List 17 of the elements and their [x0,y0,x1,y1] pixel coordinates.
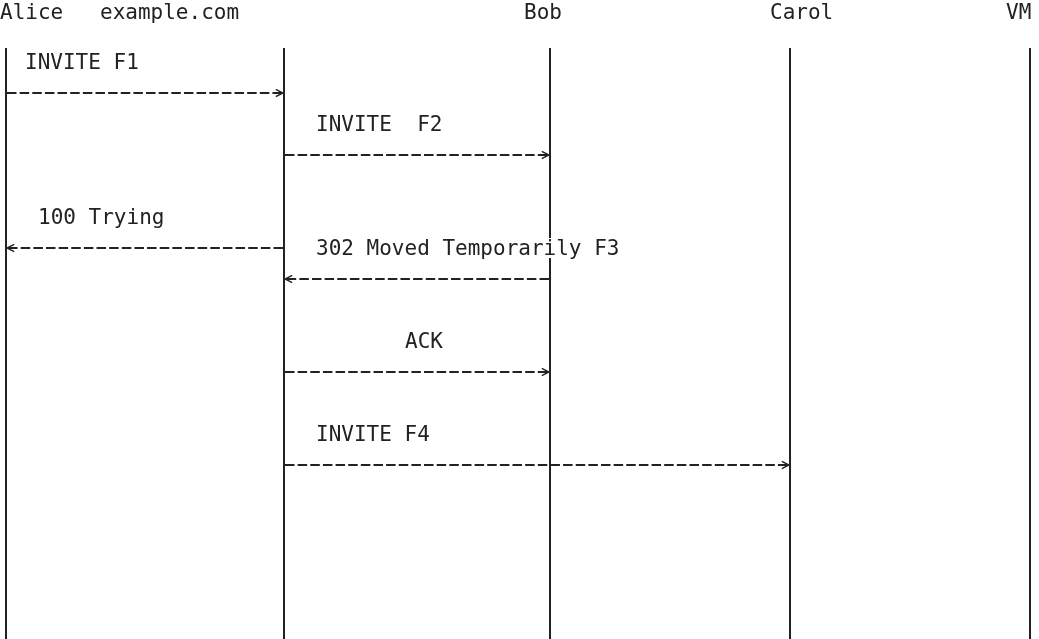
message-label: 302 Moved Temporarily F3 [316,236,620,260]
participant-label: Carol [770,0,834,24]
participant-label: Alice [0,0,64,24]
message-label: INVITE F2 [316,112,443,136]
message-arrow [284,274,550,284]
participant-label: Bob [524,0,562,24]
message-arrow [284,150,550,160]
message-label: ACK [405,329,443,353]
message-arrow [284,460,790,470]
message-arrow [6,243,284,253]
message-label: INVITE F1 [25,50,139,74]
message-label: INVITE F4 [316,422,430,446]
message-label: 100 Trying [38,205,165,229]
participant-label: VM [1006,0,1032,24]
message-arrow [6,88,284,98]
participant-label: example.com [100,0,240,24]
message-arrow [284,367,550,377]
